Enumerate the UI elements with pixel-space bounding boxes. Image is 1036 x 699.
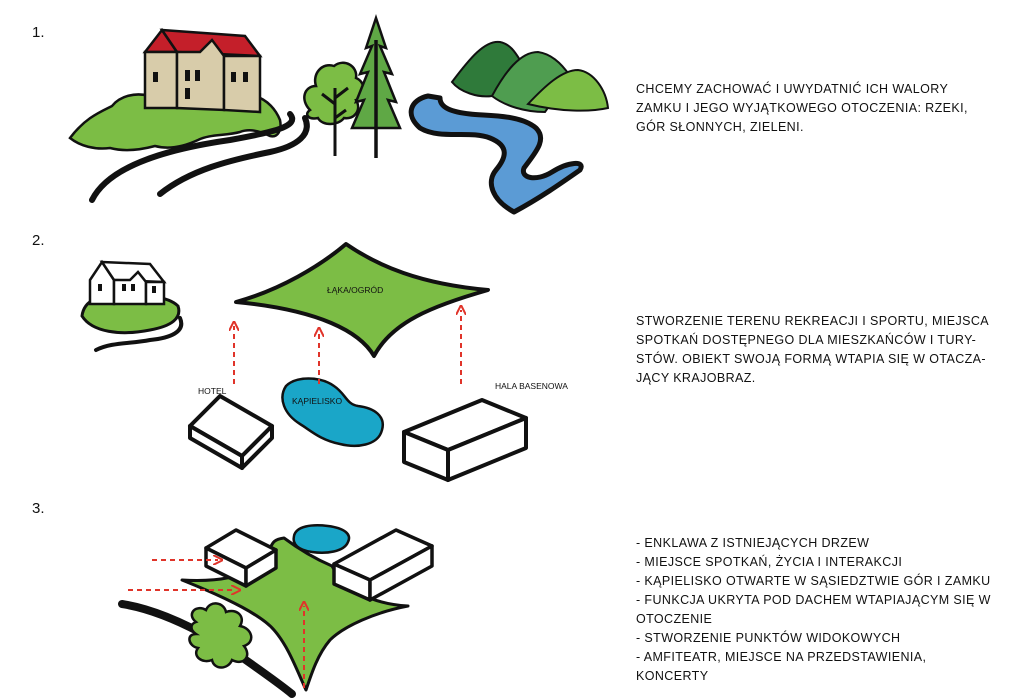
meadow-shape	[234, 242, 490, 358]
section-2-description: STWORZENIE TERENU REKREACJI I SPORTU, MI…	[636, 314, 989, 385]
list-item: - ENKLAWA Z ISTNIEJĄCYCH DRZEW	[636, 536, 870, 550]
conifer-icon	[350, 14, 402, 158]
flow-arrows-3	[128, 560, 304, 688]
list-item: - STWORZENIE PUNKTÓW WIDOKOWYCH	[636, 631, 901, 645]
hotel-block	[188, 394, 274, 470]
label-pool: KĄPIELISKO	[292, 396, 343, 406]
flow-arrows	[234, 310, 461, 384]
section-number-1: 1.	[32, 24, 45, 41]
section-number-3: 3.	[32, 500, 45, 517]
mountains-icon	[450, 40, 610, 114]
list-item: - FUNKCJA UKRYTA POD DACHEM WTAPIAJĄCYM …	[636, 593, 991, 626]
hall-block	[402, 398, 528, 482]
list-item: - KĄPIELISKO OTWARTE W SĄSIEDZTWIE GÓR I…	[636, 574, 991, 588]
small-castle-icon	[80, 259, 184, 352]
label-hall: HALA BASENOWA	[495, 381, 568, 391]
castle-icon	[142, 27, 263, 114]
pool-shape	[281, 377, 385, 447]
road-1	[89, 111, 295, 203]
tree-icon	[303, 61, 365, 156]
label-meadow: ŁĄKA/OGRÓD	[327, 285, 384, 295]
tree-enclave	[188, 602, 253, 669]
road-2	[157, 115, 310, 197]
list-item: - MIEJSCE SPOTKAŃ, ŻYCIA I INTERAKCJI	[636, 555, 903, 569]
list-item: - AMFITEATR, MIEJSCE NA PRZEDSTAWIENIA, …	[636, 650, 927, 683]
pool-shape-3	[292, 524, 351, 554]
section-1-description: CHCEMY ZACHOWAĆ I UWYDATNIĆ ICH WALORY Z…	[636, 82, 968, 134]
river-icon	[408, 93, 584, 215]
section-number-2: 2.	[32, 232, 45, 249]
hall-block-3	[332, 528, 434, 602]
section-3-list: - ENKLAWA Z ISTNIEJĄCYCH DRZEW - MIEJSCE…	[636, 534, 996, 686]
label-hotel: HOTEL	[198, 386, 227, 396]
